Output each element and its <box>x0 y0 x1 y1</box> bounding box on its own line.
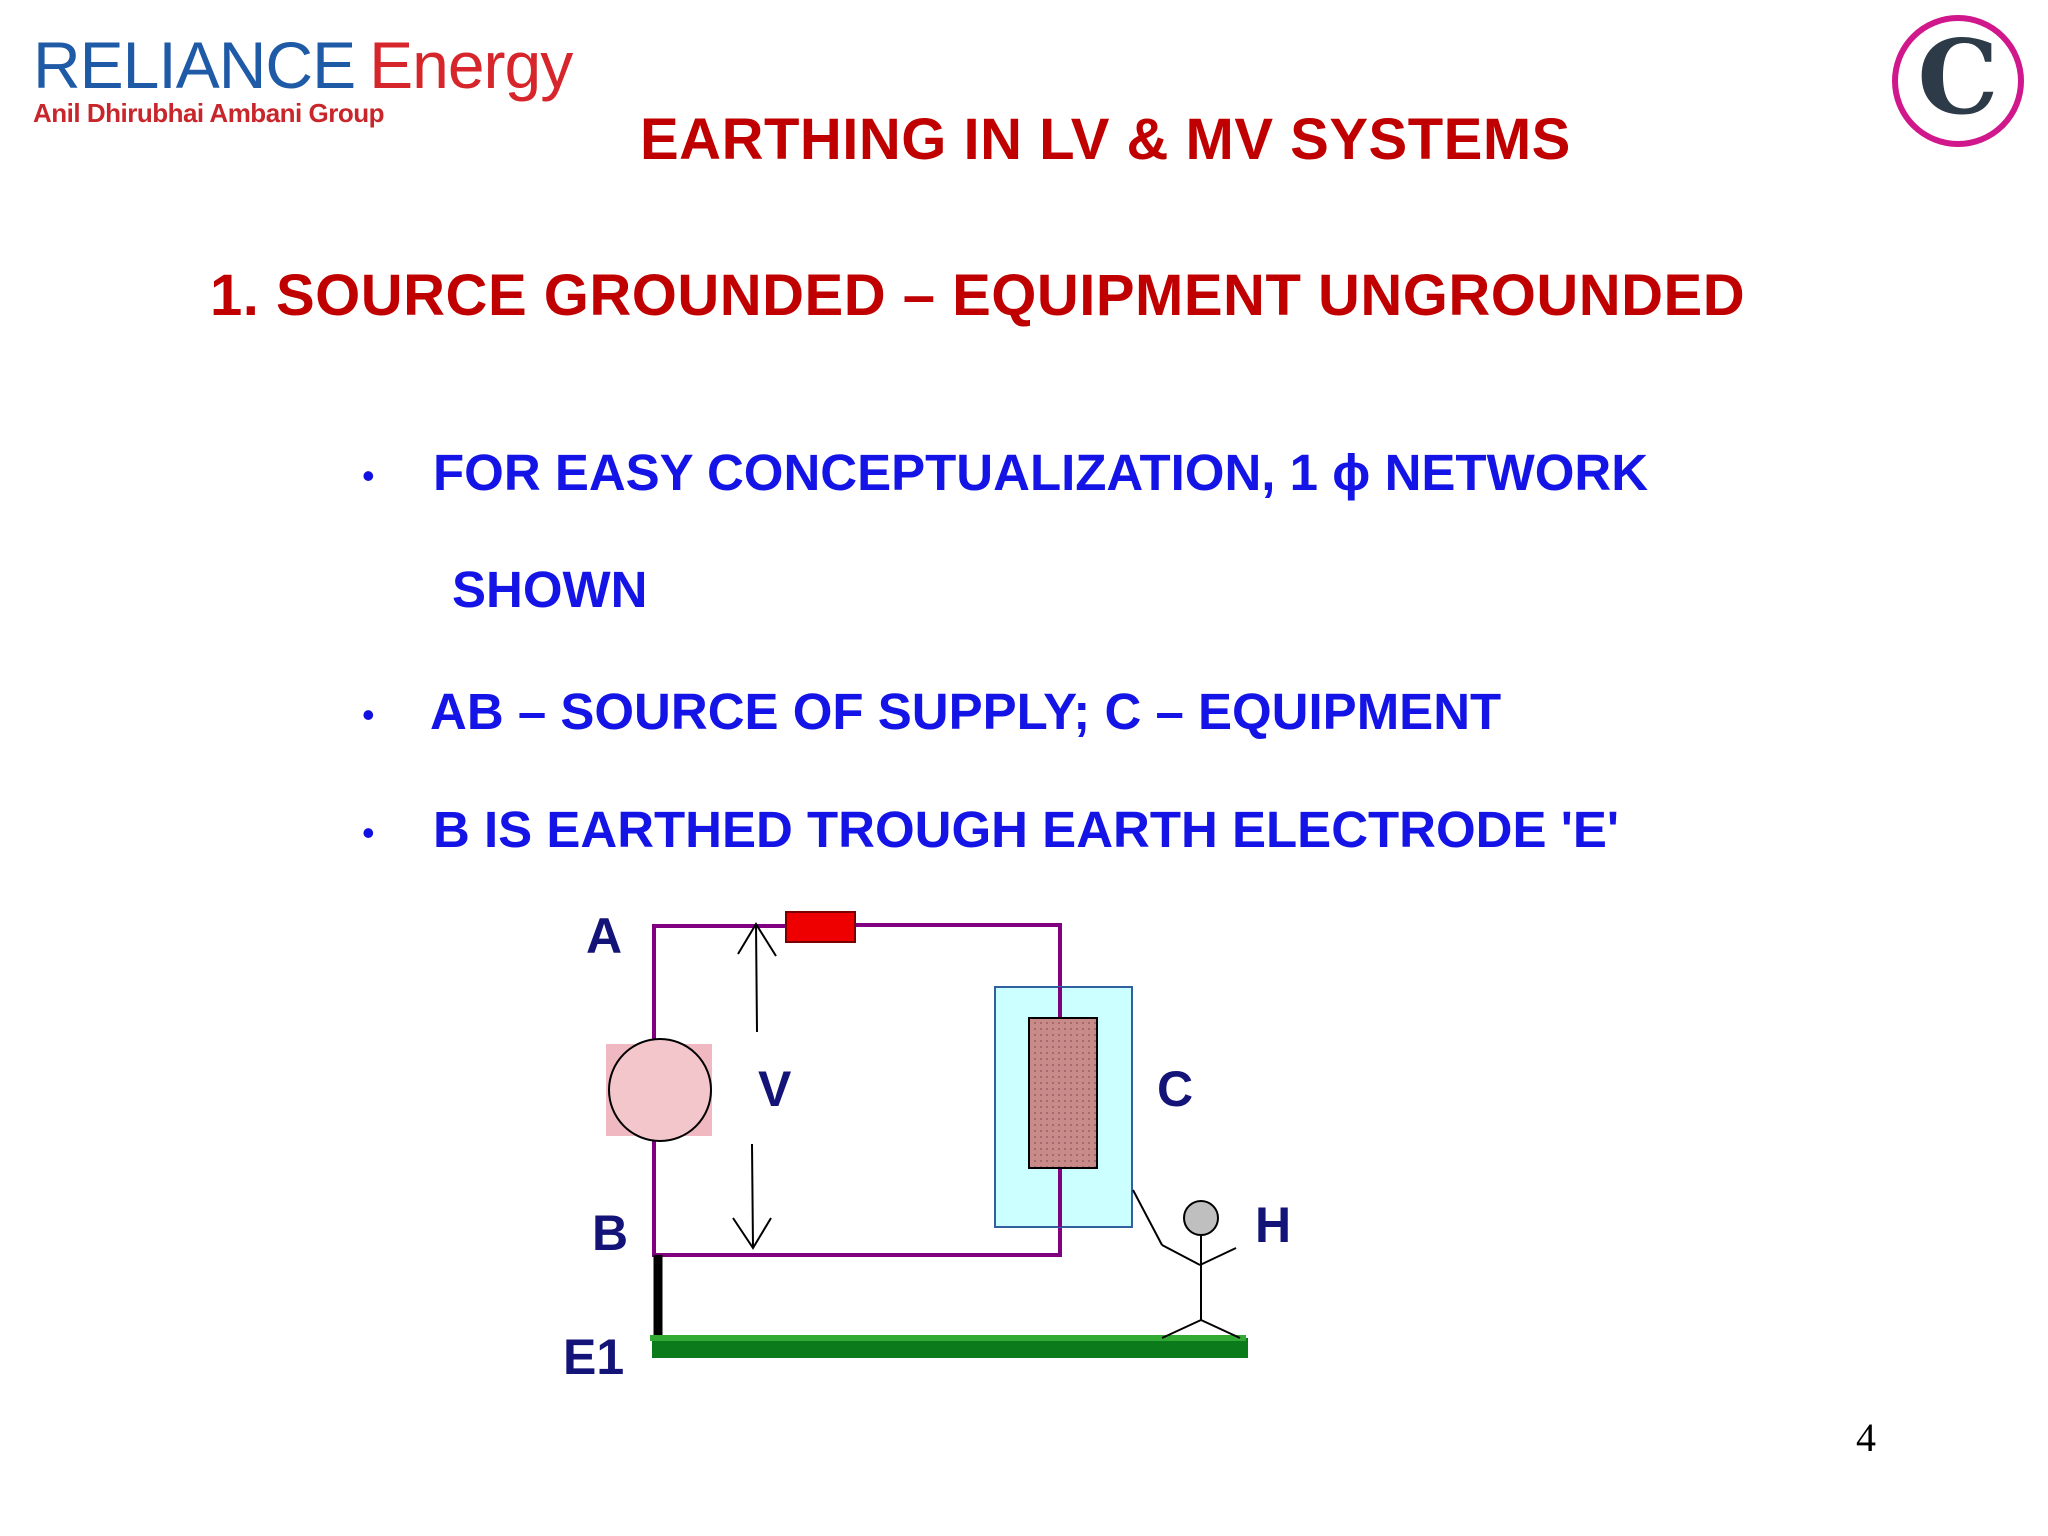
slide-subtitle: 1. SOURCE GROUNDED – EQUIPMENT UNGROUNDE… <box>210 263 1746 328</box>
voltage-arrow-down <box>732 1143 772 1250</box>
bullet-text-1: FOR EASY CONCEPTUALIZATION, 1 ϕ NETWORK <box>433 444 1649 501</box>
logo-group-name: Anil Dhirubhai Ambani Group <box>33 98 384 128</box>
label-h: H <box>1255 1197 1292 1253</box>
bullet-text-1-continued: SHOWN <box>452 561 648 618</box>
corner-badge-logo: C <box>1892 15 2024 147</box>
label-a: A <box>586 908 623 964</box>
bullet-marker-1: • <box>362 455 375 496</box>
label-e1: E1 <box>563 1329 625 1385</box>
fuse-element <box>785 911 856 943</box>
label-v: V <box>758 1061 792 1117</box>
label-b: B <box>592 1205 629 1261</box>
bullet-text-3: B IS EARTHED TROUGH EARTH ELECTRODE 'E' <box>433 801 1619 858</box>
logo-brand: RELIANCE <box>33 28 356 102</box>
bullet-text-2: AB – SOURCE OF SUPPLY; C – EQUIPMENT <box>430 683 1502 740</box>
bullet-marker-3: • <box>362 812 375 853</box>
person-figure-icon <box>1132 1189 1241 1339</box>
bullet-marker-2: • <box>362 694 375 735</box>
logo-product: Energy <box>369 28 573 102</box>
slide-title: EARTHING IN LV & MV SYSTEMS <box>640 107 1571 172</box>
voltage-arrow-up <box>737 922 777 1033</box>
badge-letter: C <box>1917 18 1999 138</box>
earth-electrode-highlight <box>650 1335 1246 1341</box>
equipment-core <box>1028 1017 1098 1169</box>
supply-source-circle <box>608 1038 712 1142</box>
earth-electrode-bar <box>652 1338 1248 1358</box>
page-number: 4 <box>1856 1415 1876 1460</box>
label-c: C <box>1157 1061 1194 1117</box>
